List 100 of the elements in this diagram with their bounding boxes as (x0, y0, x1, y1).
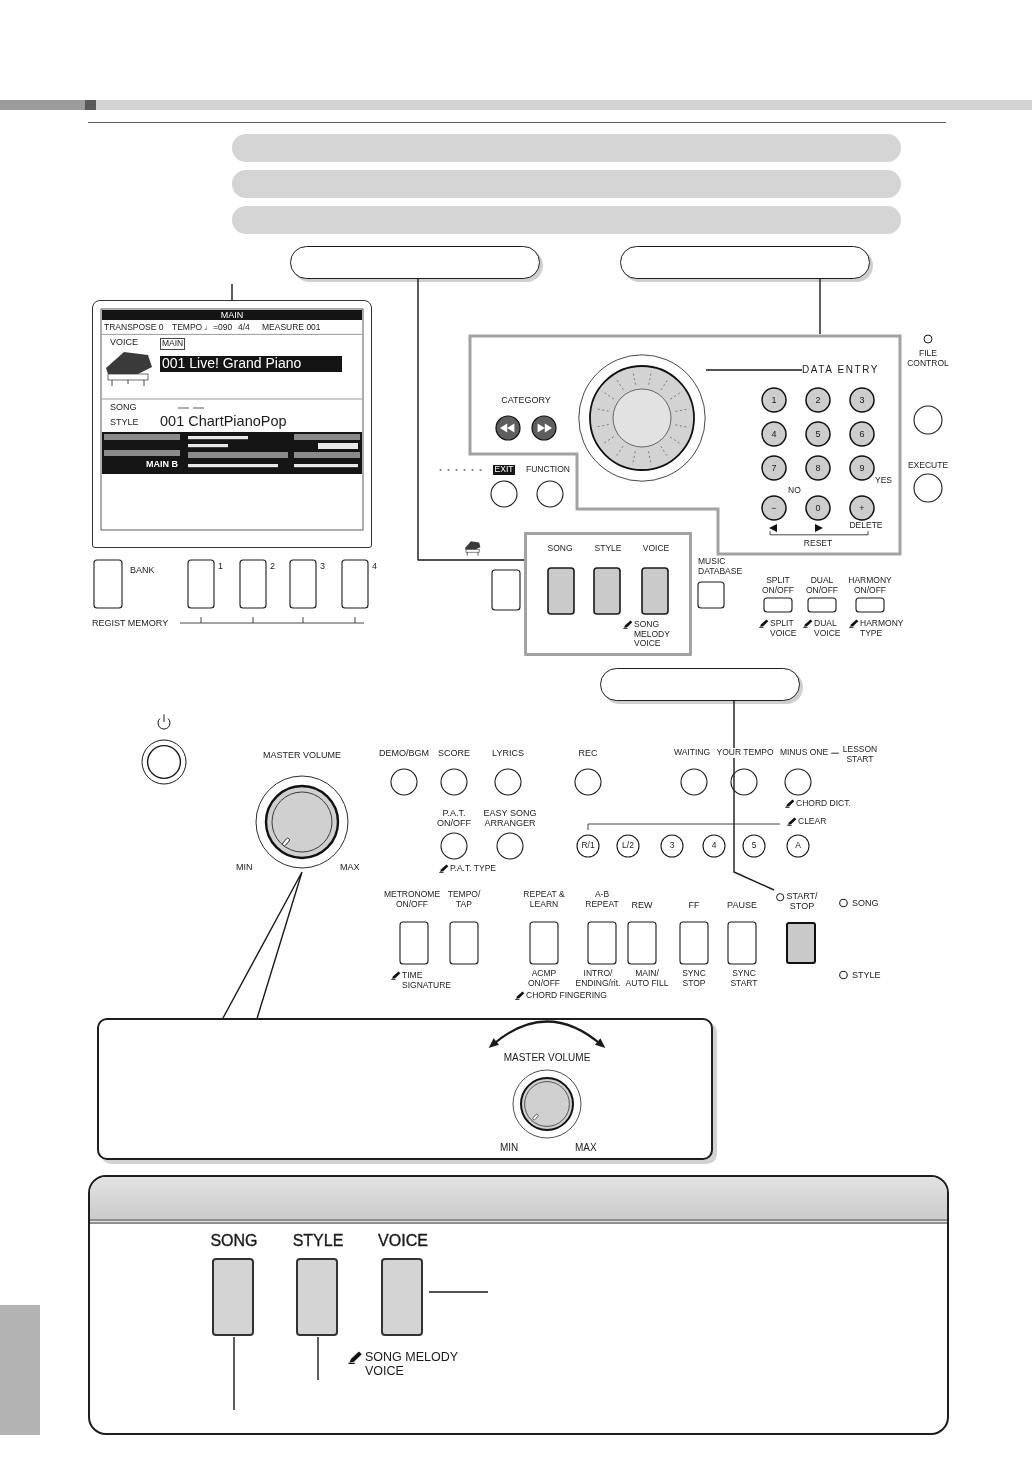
key-label: L/2 (622, 841, 634, 851)
button-label: REW (631, 900, 653, 911)
button-label: FILE CONTROL (907, 349, 949, 369)
button-label: SYNC START (730, 969, 758, 989)
button-label: FUNCTION (526, 465, 570, 475)
button-label: LESSON START (842, 745, 878, 765)
key-caption: NO (788, 486, 801, 496)
screen-text: STYLE (110, 417, 139, 428)
button-label: MUSIC DATABASE (698, 557, 743, 577)
screen-text: VOICE (110, 337, 138, 348)
knob-label: MASTER VOLUME (263, 750, 341, 761)
key-label: 6 (859, 428, 865, 440)
lamp-label: SONG (852, 898, 879, 909)
leader-line (417, 278, 525, 561)
button-label: EASY SONG ARRANGER (483, 808, 537, 829)
knob-label: MASTER VOLUME (503, 1052, 591, 1064)
button-label: VOICE (378, 1232, 428, 1250)
button-label: SONG (547, 544, 573, 554)
key-caption: RESET (803, 539, 833, 549)
voice-name: 001 Live! Grand Piano (160, 356, 342, 372)
key-label: 1 (771, 394, 777, 406)
section-label: REGIST MEMORY (92, 618, 169, 629)
scale-label: MAX (340, 862, 360, 873)
screen-text: TRANSPOSE 0 (104, 322, 164, 332)
shift-function-label: P.A.T. TYPE (450, 864, 496, 874)
lamp-label: STYLE (852, 970, 881, 981)
button-label: METRONOME ON/OFF (383, 890, 441, 910)
scale-label: MIN (236, 862, 253, 873)
button-label: REC (578, 748, 598, 759)
button-label: SPLIT ON/OFF (761, 576, 795, 596)
label-pill (620, 246, 870, 279)
key-label: 9 (859, 462, 865, 474)
button-label: PAUSE (727, 900, 757, 911)
scale-label: MAX (575, 1142, 597, 1154)
shift-function-label: DUAL VOICE (814, 619, 841, 639)
button-label: TEMPO/ TAP (447, 890, 481, 910)
key-label: + (859, 502, 865, 514)
dial-knob (578, 354, 706, 482)
leader-line (233, 1336, 235, 1411)
shift-function-label: SONG MELODY VOICE (365, 1350, 459, 1378)
button-label: STYLE (292, 1232, 344, 1250)
button-label: VOICE (642, 544, 670, 554)
key-label: 4 (711, 841, 717, 851)
button-label: INTRO/ ENDING/rit. (575, 969, 621, 989)
shift-function-label: CLEAR (798, 817, 827, 827)
button-label: MAIN/ AUTO FILL (625, 969, 669, 989)
screen-text: 4/4 (238, 322, 250, 332)
leader-line (819, 278, 821, 335)
section-label: DATA ENTRY (802, 364, 886, 376)
button-label: STYLE (594, 544, 622, 554)
key-label: A (795, 841, 801, 851)
button-label: SYNC STOP (682, 969, 706, 989)
key-label: R/1 (581, 841, 595, 851)
screen-tag: MAIN (160, 338, 186, 350)
shift-function-label: SONG MELODY VOICE (634, 620, 670, 649)
key-caption: 1 (218, 561, 223, 572)
button-label: WAITING (673, 748, 710, 758)
button-label: A-B REPEAT (585, 890, 619, 910)
button-label: HARMONY ON/OFF (848, 576, 892, 596)
shift-function-label: HARMONY TYPE (860, 619, 904, 639)
button-label: START/ STOP (786, 891, 818, 912)
leader-line (317, 1336, 319, 1381)
button-label: DEMO/BGM (379, 748, 429, 759)
button-label: SONG (210, 1232, 258, 1250)
leader-line (705, 369, 803, 371)
key-label: 0 (815, 502, 821, 514)
button-label: REPEAT & LEARN (523, 890, 565, 910)
screen-text: TEMPO ♩=090 (172, 322, 233, 332)
shift-function-label: SPLIT VOICE (770, 619, 797, 639)
leader-line (733, 700, 775, 891)
key-caption: 4 (372, 561, 377, 572)
key-label: − (771, 502, 777, 514)
shift-function-label: CHORD DICT. (796, 799, 851, 809)
key-label: 5 (751, 841, 757, 851)
key-caption: 2 (270, 561, 275, 572)
button-label: EXIT (492, 465, 516, 475)
key-label: 8 (815, 462, 821, 474)
leader-line (428, 1291, 489, 1293)
key-caption: YES (875, 476, 892, 486)
key-label: 7 (771, 462, 777, 474)
button-label: BANK (130, 565, 155, 576)
screen-text: MEASURE 001 (262, 322, 321, 332)
button-label: DUAL ON/OFF (805, 576, 839, 596)
button-label: CATEGORY (501, 395, 551, 406)
screen-title: MAIN (102, 310, 362, 321)
info-panel (88, 1175, 949, 1435)
key-label: 5 (815, 428, 821, 440)
scale-label: MIN (500, 1142, 519, 1154)
button-label: ACMP ON/OFF (527, 969, 561, 989)
key-label: 3 (669, 841, 675, 851)
button-label: SCORE (438, 748, 470, 759)
lcd-display (92, 300, 372, 548)
key-label: 3 (859, 394, 865, 406)
button-label: EXECUTE (907, 461, 949, 471)
button-label: FF (688, 900, 700, 911)
key-label: 4 (771, 428, 777, 440)
button-label: YOUR TEMPO (716, 748, 774, 758)
screen-text: SONG (110, 402, 137, 413)
style-name: 001 ChartPianoPop (160, 413, 287, 430)
heading-band (232, 206, 901, 234)
